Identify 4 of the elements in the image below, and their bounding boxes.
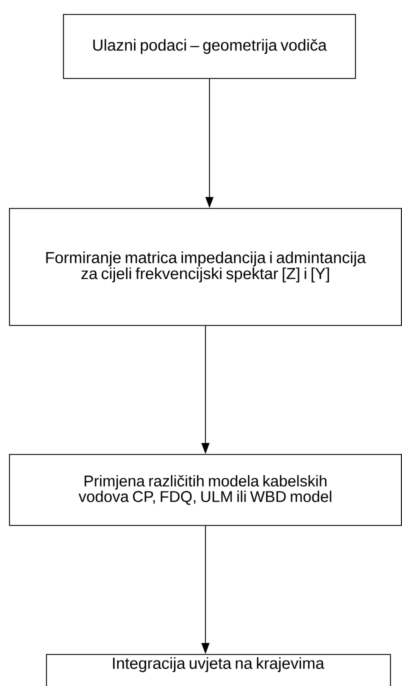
process-box: Ulazni podaci – geometrija vodiča — [63, 14, 356, 79]
process-box: Integracija uvjeta na krajevima — [46, 654, 391, 686]
process-box: Formiranje matrica impedancija i admintancija za cijeli frekvencijski spektar [Z] i [Y] — [9, 208, 402, 326]
process-box: Primjena različitih modela kabelskih vodova CP, FDQ, ULM ili WBD model — [9, 454, 402, 526]
